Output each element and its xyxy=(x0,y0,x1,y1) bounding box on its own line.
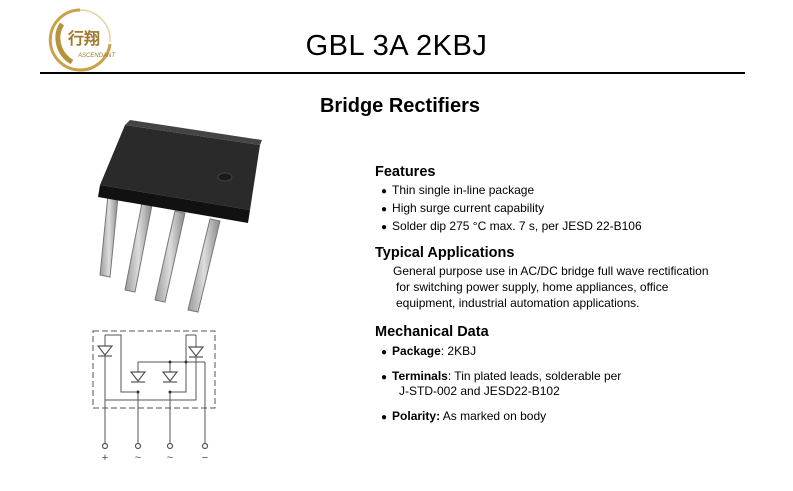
polarity-item: ●Polarity: As marked on body xyxy=(381,409,547,423)
applications-text: General purpose use in AC/DC bridge full… xyxy=(393,263,709,311)
component-image xyxy=(98,120,262,313)
package-item: ●Package: 2KBJ xyxy=(381,344,477,358)
applications-line: General purpose use in AC/DC bridge full… xyxy=(393,264,709,278)
terminal-minus: − xyxy=(202,452,208,464)
svg-text:ASCENDANT: ASCENDANT xyxy=(77,53,116,59)
feature-item: ●Solder dip 275 °C max. 7 s, per JESD 22… xyxy=(381,219,642,233)
features-list: ●Thin single in-line package ●High surge… xyxy=(381,182,642,236)
header-divider xyxy=(40,72,745,74)
product-category: Bridge Rectifiers xyxy=(319,95,481,117)
applications-line: for switching power supply, home applian… xyxy=(396,280,669,294)
svg-text:行翔: 行翔 xyxy=(67,29,100,48)
terminal-ac1: ~ xyxy=(135,452,141,464)
applications-heading: Typical Applications xyxy=(375,245,515,261)
applications-line: equipment, industrial automation applica… xyxy=(396,296,640,310)
terminals-item: ●Terminals: Tin plated leads, solderable… xyxy=(381,369,622,383)
feature-item: ●High surge current capability xyxy=(381,201,545,215)
terminal-plus: + xyxy=(102,452,108,464)
terminal-ac2: ~ xyxy=(167,452,173,464)
page-title: GBL 3A 2KBJ xyxy=(305,30,488,62)
mechanical-heading: Mechanical Data xyxy=(375,324,489,340)
features-heading: Features xyxy=(375,164,436,180)
feature-item: ●Thin single in-line package xyxy=(381,183,535,197)
circuit-diagram: + ~ ~ − xyxy=(92,330,216,464)
company-logo: 行翔 ASCENDANT xyxy=(48,8,116,72)
terminals-line2: J-STD-002 and JESD22-B102 xyxy=(399,384,560,398)
